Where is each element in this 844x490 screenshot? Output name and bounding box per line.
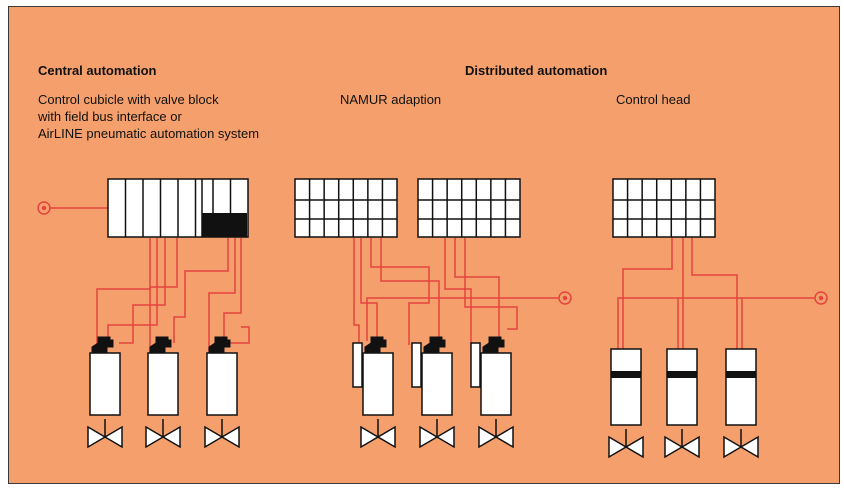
pneumatic-line: [380, 238, 440, 343]
block-outline: [417, 178, 521, 238]
pneumatic-line: [173, 238, 229, 343]
pilot-valve-icon: [364, 336, 387, 354]
pneumatic-line: [691, 237, 738, 349]
pilot-valve-icon: [423, 336, 446, 354]
namur-adaption-caption: NAMUR adaption: [340, 92, 441, 107]
control-head-actuator-icon: [725, 348, 757, 426]
actuator-icon: [480, 352, 512, 416]
control-head-band: [611, 371, 641, 378]
pneumatic-line: [622, 237, 673, 349]
pilot-valve-icon: [149, 336, 172, 354]
connection-port-dot: [562, 295, 568, 301]
devices: [37, 178, 828, 459]
central-caption-line-1: Control cubicle with valve block: [38, 92, 219, 107]
actuator-icon: [206, 352, 238, 416]
namur-solenoid-icon: [352, 342, 363, 388]
pneumatic-lines: [50, 207, 815, 373]
actuator-icon: [147, 352, 179, 416]
automation-diagram: Central automation Distributed automatio…: [9, 7, 839, 483]
control-head-actuator-icon: [666, 348, 698, 426]
namur-solenoid-icon: [411, 342, 422, 388]
namur-block-right: [417, 178, 521, 238]
pilot-valve-icon: [208, 336, 231, 354]
pneumatic-line: [149, 238, 178, 373]
pneumatic-line: [444, 238, 472, 345]
control-head-block: [612, 178, 716, 238]
pilot-valve-icon: [482, 336, 505, 354]
block-outline: [612, 178, 716, 238]
central-caption-line-2: with field bus interface or: [37, 109, 182, 124]
block-outline: [294, 178, 398, 238]
control-head-actuator-icon: [610, 348, 642, 426]
connection-port-dot: [818, 295, 824, 301]
namur-block-left: [294, 178, 398, 238]
actuator-icon: [421, 352, 453, 416]
distributed-automation-heading: Distributed automation: [465, 63, 607, 78]
pneumatic-line: [366, 297, 559, 341]
namur-solenoid-icon: [470, 342, 481, 388]
field-bus-module: [202, 213, 247, 237]
pneumatic-line: [208, 238, 236, 373]
control-head-band: [667, 371, 697, 378]
pneumatic-line: [360, 238, 378, 341]
connection-port-dot: [41, 205, 47, 211]
actuator-icon: [89, 352, 121, 416]
control-head-band: [726, 371, 756, 378]
pilot-valve-icon: [91, 336, 114, 354]
pneumatic-line: [353, 238, 360, 345]
actuator-icon: [362, 352, 394, 416]
pneumatic-line: [96, 238, 151, 373]
control-head-caption: Control head: [616, 92, 690, 107]
pneumatic-line: [464, 238, 518, 330]
pneumatic-line: [454, 238, 500, 343]
pneumatic-line: [119, 238, 166, 344]
pneumatic-line: [370, 238, 430, 345]
diagram-frame: Central automation Distributed automatio…: [8, 6, 840, 484]
central-automation-heading: Central automation: [38, 63, 157, 78]
pneumatic-line: [617, 297, 815, 349]
central-caption-line-3: AirLINE pneumatic automation system: [38, 126, 259, 141]
